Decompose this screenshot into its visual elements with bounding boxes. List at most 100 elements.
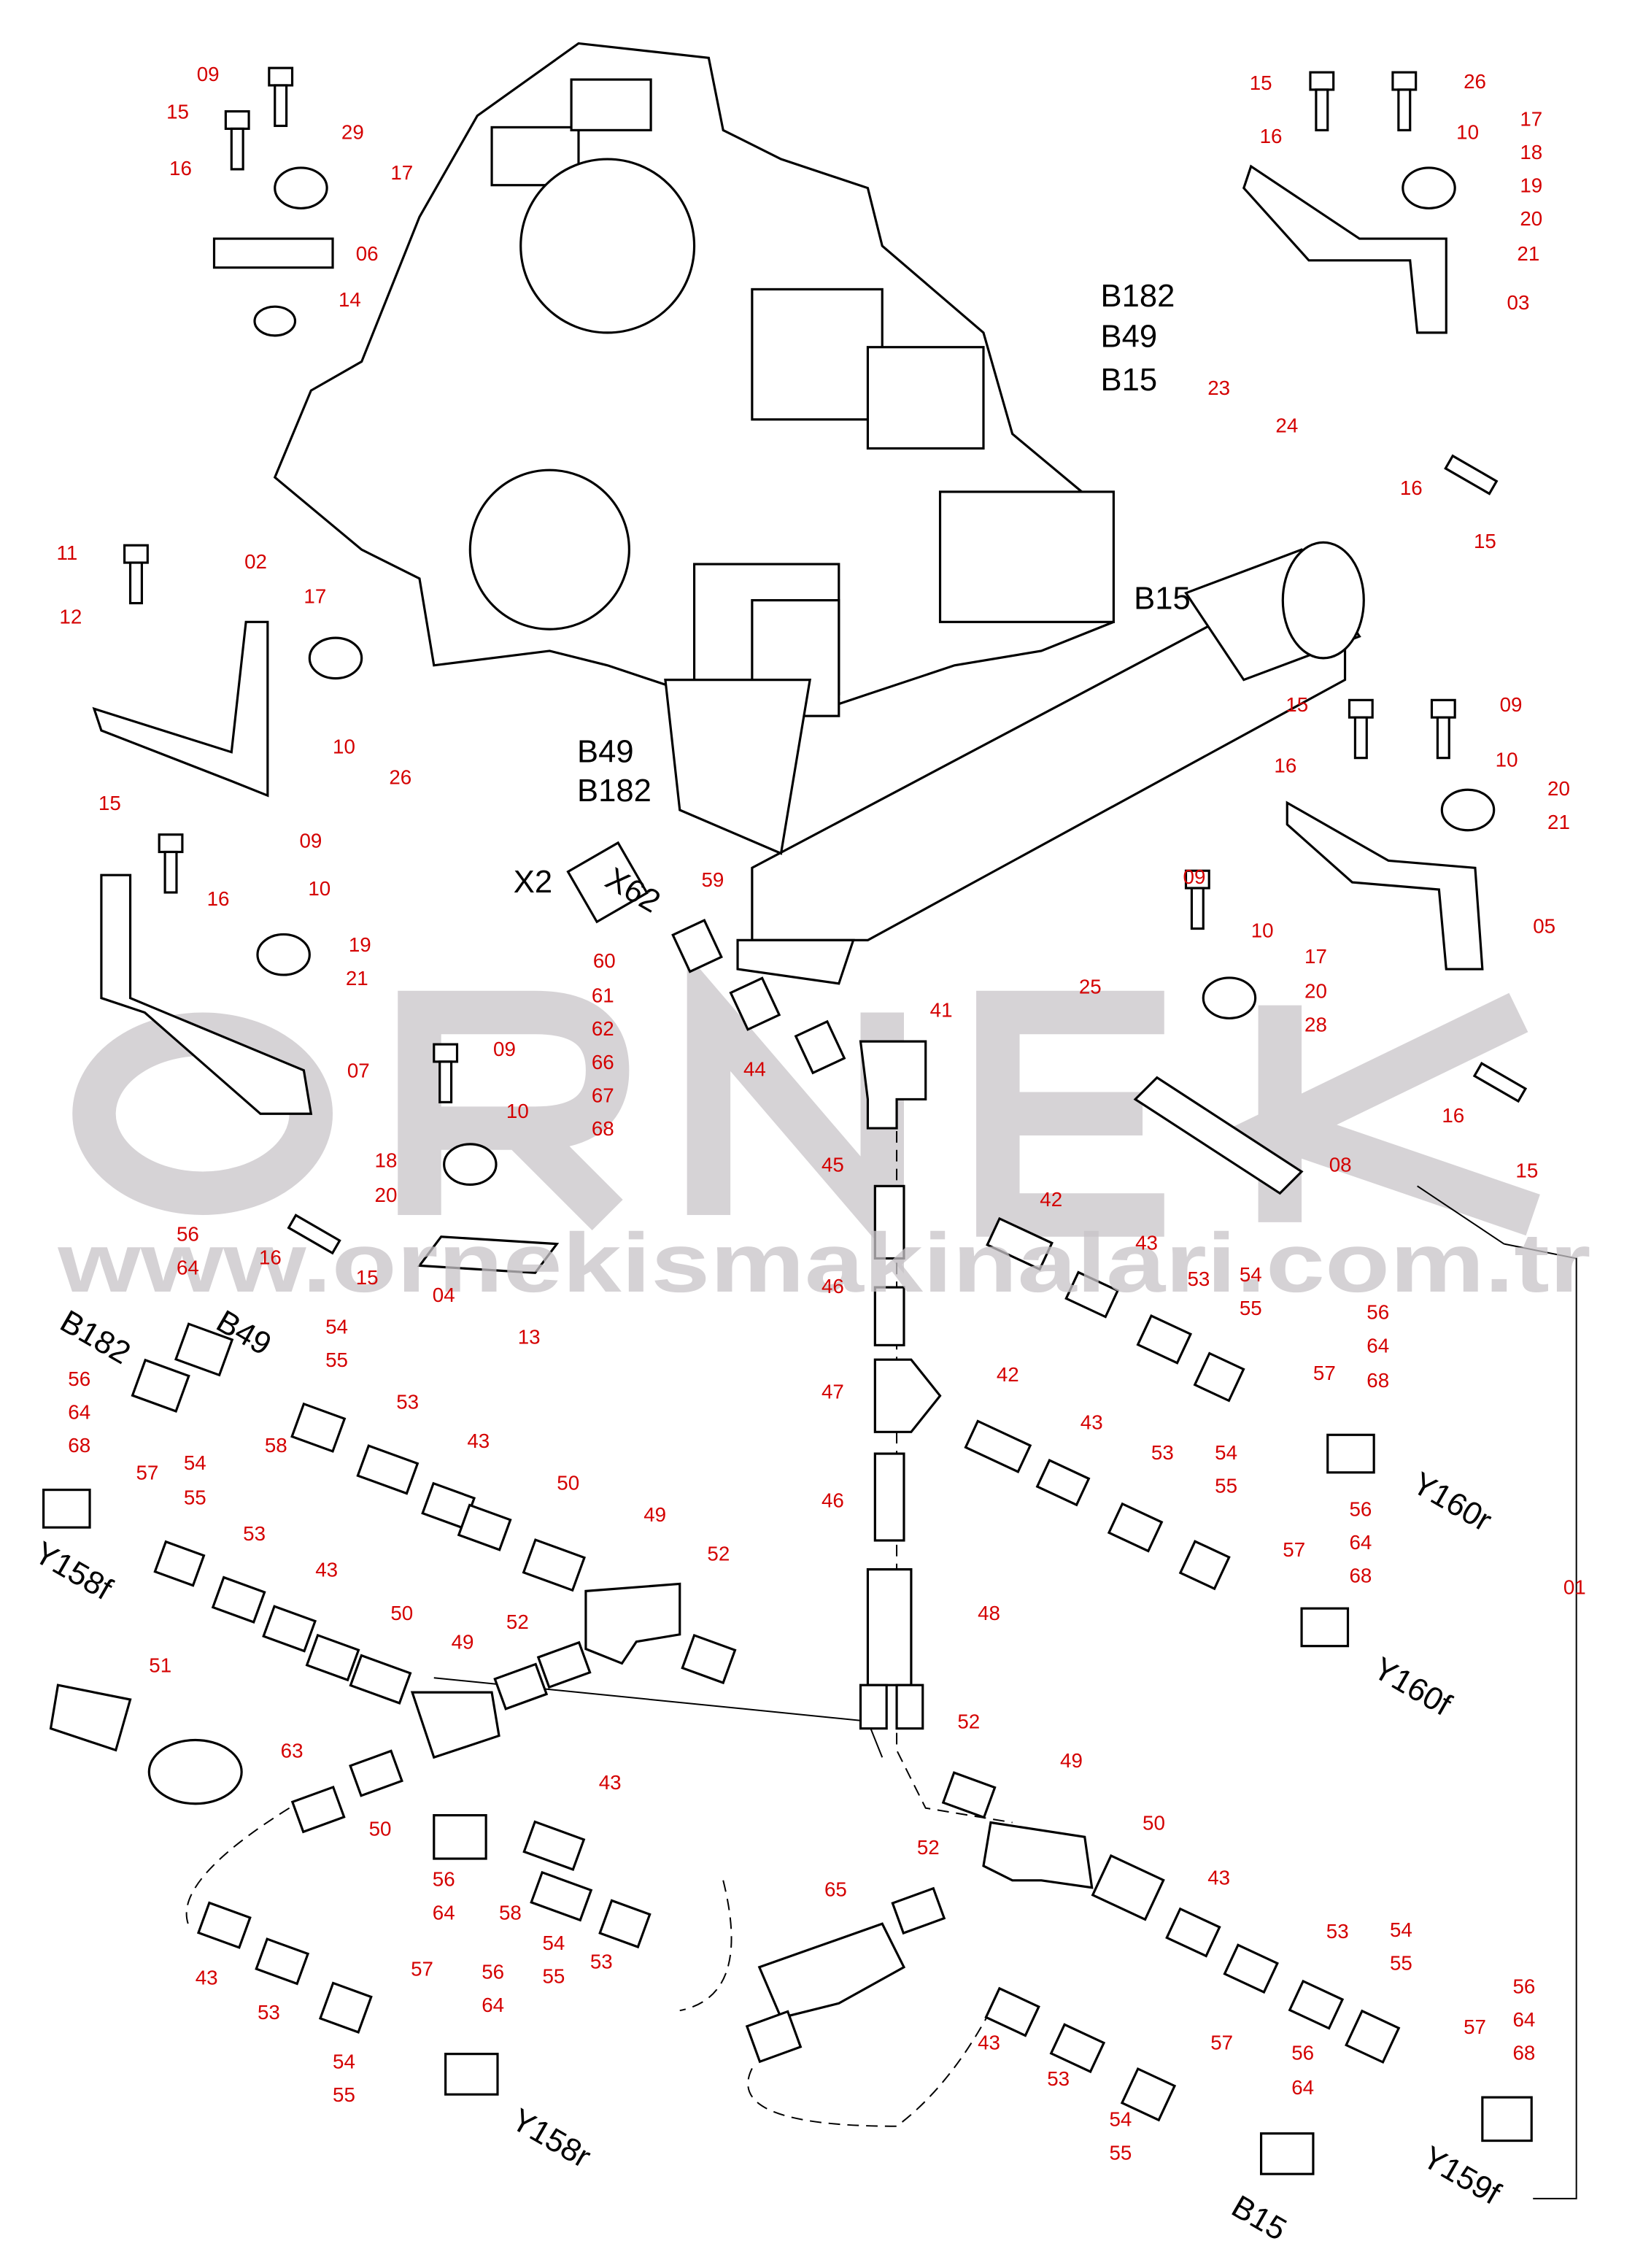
component-code-label: B182: [54, 1304, 136, 1371]
part-number-callout: 64: [177, 1256, 199, 1278]
part-number-callout: 59: [701, 868, 724, 891]
component-code-label: X2: [514, 865, 552, 900]
part-number-callout: 57: [1313, 1362, 1336, 1384]
part-number-callout: 57: [136, 1462, 158, 1484]
part-number-callout: 42: [1040, 1188, 1062, 1211]
part-number-callout: 55: [1215, 1475, 1237, 1497]
part-number-callout: 11: [56, 541, 77, 564]
part-number-callout: 46: [822, 1489, 844, 1511]
component-code-label: Y160r: [1407, 1466, 1498, 1539]
part-number-callout: 53: [243, 1522, 266, 1545]
part-number-callout: 64: [482, 1994, 504, 2016]
part-number-callout: 17: [1304, 945, 1327, 968]
part-number-callout: 19: [349, 933, 371, 956]
part-number-callout: 06: [356, 242, 379, 265]
part-number-callout: 18: [375, 1149, 398, 1172]
part-number-callout: 66: [592, 1051, 614, 1073]
part-number-callout: 53: [258, 2001, 280, 2024]
part-number-callout: 44: [743, 1058, 766, 1081]
watermark: www.ornekismakinalari.com.tr: [57, 1216, 1590, 1310]
part-number-callout: 62: [592, 1017, 614, 1040]
part-number-callout: 53: [1151, 1441, 1174, 1464]
part-number-callout: 68: [68, 1434, 90, 1457]
component-code-label: B15: [1226, 2189, 1292, 2248]
part-number-callout: 43: [1207, 1867, 1230, 1889]
part-number-callout: 09: [1500, 693, 1523, 716]
part-number-callout: 47: [822, 1381, 844, 1403]
part-number-callout: 64: [68, 1400, 90, 1423]
part-number-callout: 43: [978, 2032, 1000, 2054]
part-number-callout: 16: [1274, 754, 1296, 776]
part-number-callout: 48: [978, 1602, 1000, 1624]
part-number-callout: 50: [557, 1472, 579, 1494]
part-number-callout: 15: [1286, 693, 1308, 716]
part-number-callout: 20: [1547, 777, 1570, 800]
part-number-callout: 57: [1283, 1538, 1305, 1561]
part-number-callout: 43: [599, 1771, 622, 1794]
part-number-callout: 26: [389, 765, 411, 788]
part-number-callout: 49: [643, 1503, 666, 1526]
part-number-callout: 10: [1496, 749, 1518, 771]
part-number-callout: 51: [149, 1654, 171, 1676]
part-number-callout: 28: [1304, 1013, 1327, 1035]
part-number-callout: 56: [1366, 1301, 1389, 1324]
part-number-callout: 21: [346, 967, 368, 990]
part-number-callout: 09: [1183, 865, 1206, 888]
part-number-callout: 16: [1400, 477, 1423, 499]
part-number-callout: 68: [592, 1117, 614, 1140]
part-number-callout: 20: [1520, 207, 1542, 230]
part-number-callout: 52: [506, 1611, 529, 1633]
part-number-callout: 16: [1442, 1104, 1464, 1127]
part-number-callout: 14: [339, 288, 361, 311]
part-number-callout: 42: [997, 1363, 1019, 1386]
part-number-callout: 15: [356, 1266, 379, 1289]
part-number-callout: 55: [1240, 1297, 1262, 1319]
part-number-callout: 54: [1390, 1918, 1412, 1941]
part-number-callout: 55: [325, 1349, 348, 1371]
part-number-callout: 15: [166, 101, 189, 123]
part-number-callout: 16: [259, 1246, 282, 1268]
part-number-callout: 26: [1464, 70, 1486, 93]
part-number-callout: 12: [59, 605, 82, 628]
part-number-callout: 52: [917, 1836, 940, 1859]
part-number-callout: 54: [333, 2050, 355, 2072]
part-number-callout: 64: [433, 1901, 455, 1924]
part-number-callout: 54: [325, 1316, 348, 1338]
part-number-callout: 55: [1390, 1952, 1412, 1975]
component-code-label: Y158f: [28, 1535, 118, 1608]
part-number-callout: 15: [1474, 530, 1496, 552]
part-number-callout: 29: [341, 120, 364, 143]
part-number-callout: 56: [1291, 2042, 1314, 2064]
part-number-callout: 61: [592, 984, 614, 1007]
part-number-callout: 57: [1210, 2032, 1233, 2054]
brackets: [92, 164, 1484, 1274]
part-number-callout: 08: [1329, 1154, 1352, 1176]
part-number-callout: 10: [333, 736, 355, 758]
exhaust-pipe: [664, 541, 1365, 985]
part-number-callout: 49: [1060, 1749, 1083, 1772]
component-code-label: B182: [577, 774, 652, 809]
part-number-callout: 68: [1366, 1369, 1389, 1392]
part-number-callout: 24: [1275, 414, 1298, 437]
part-number-callout: 05: [1533, 914, 1555, 937]
part-number-callout: 55: [542, 1965, 565, 1988]
part-number-callout: 58: [499, 1901, 522, 1924]
part-number-callout: 23: [1207, 377, 1230, 399]
part-number-callout: 43: [1135, 1232, 1158, 1254]
part-number-callout: 41: [930, 998, 953, 1021]
part-number-callout: 56: [1349, 1497, 1372, 1520]
part-number-callout: 56: [68, 1368, 90, 1390]
part-number-callout: 67: [592, 1084, 614, 1106]
component-code-label: B49: [577, 735, 634, 770]
part-number-callout: 64: [1349, 1531, 1372, 1554]
component-code-label: Y160f: [1367, 1651, 1457, 1723]
part-number-callout: 64: [1291, 2076, 1314, 2099]
part-number-callout: 53: [590, 1951, 613, 1973]
part-number-callout: 50: [1143, 1811, 1165, 1834]
part-number-callout: 68: [1512, 2042, 1535, 2064]
transmission-housing: [273, 42, 1116, 725]
part-number-callout: 53: [1047, 2067, 1070, 2090]
part-number-callout: 18: [1520, 141, 1542, 163]
part-number-callout: 60: [593, 949, 616, 972]
part-number-callout: 54: [1240, 1263, 1262, 1286]
